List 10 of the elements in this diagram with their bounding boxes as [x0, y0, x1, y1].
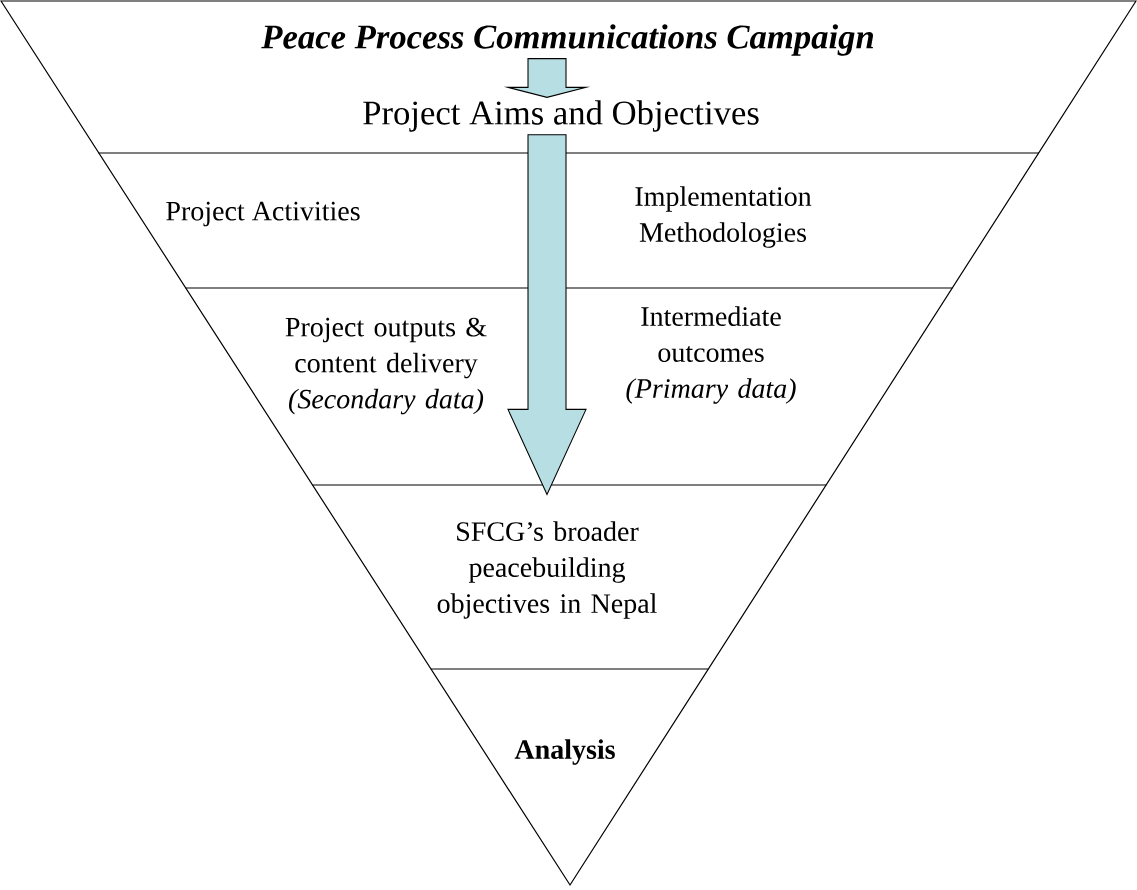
band-label: Intermediate outcomes (Primary data) [626, 306, 796, 404]
title-text: Peace Process Communications Campaign [261, 24, 874, 56]
band-label: SFCG’s broader peacebuilding objectives in Nepal [437, 521, 657, 619]
band-label: Project Aims and Objectives [363, 100, 759, 132]
band-label: Project Activities [166, 201, 360, 227]
band-label: Analysis [514, 739, 615, 765]
block-arrow [507, 134, 587, 496]
band-label: Implementation Methodologies [635, 186, 812, 248]
block-arrow [503, 58, 591, 98]
band-label: Project outputs & content delivery (Secondary data) [285, 317, 487, 415]
